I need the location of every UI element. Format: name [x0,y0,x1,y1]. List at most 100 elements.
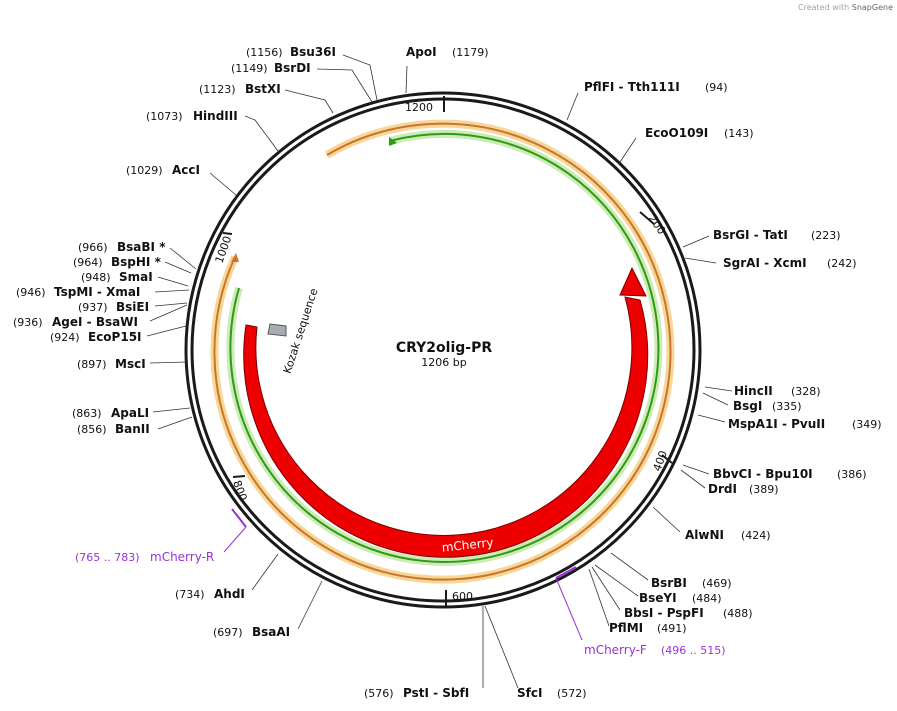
enzyme-name: AlwNI [685,528,724,542]
kozak-label: Kozak sequence [281,286,321,375]
enzyme-psti-sbfi: (576) PstI - SbfI [364,686,469,700]
enzyme-bsrgi-tati: BsrGI - TatI (223) [713,228,841,242]
enzyme-bsu36i: (1156) Bsu36I [246,45,336,59]
enzyme-pos: (856) [77,423,107,436]
enzyme-pos: (1029) [126,164,163,177]
enzyme-msci: (897) MscI [77,357,146,371]
enzyme-pos: (335) [772,400,802,413]
enzyme-name: SmaI [119,270,153,284]
enzyme-pos: (964) [73,256,103,269]
enzyme-pos: (143) [724,127,754,140]
enzyme-name: PflFI - Tth111I [584,80,680,94]
orange-arrowhead [231,253,239,262]
enzyme-mspa1i-pvuii: MspA1I - PvuII (349) [728,417,882,431]
enzyme-pos: (697) [213,626,243,639]
tick-600: 600 [452,590,473,603]
enzyme-name: TspMI - XmaI [54,285,140,299]
enzyme-pos: (1073) [146,110,183,123]
enzyme-hindiii: (1073) HindIII [146,109,238,123]
enzyme-name: HincII [734,384,773,398]
enzyme-name: BsgI [733,399,762,413]
enzyme-sfci: SfcI (572) [517,686,587,700]
enzyme-name: SfcI [517,686,542,700]
enzyme-banii: (856) BanII [77,422,150,436]
enzyme-pos: (223) [811,229,841,242]
enzyme-pos: (948) [81,271,111,284]
enzyme-pos: (1149) [231,62,268,75]
enzyme-pos: (328) [791,385,821,398]
enzyme-pos: (1179) [452,46,489,59]
enzyme-ecop15i: (924) EcoP15I [50,330,142,344]
orange-feature-arc [210,119,675,584]
enzyme-name: PflMI [609,621,643,635]
mcherry-label: mCherry [441,535,494,554]
enzyme-bsaai: (697) BsaAI [213,625,290,639]
enzyme-pos: (863) [72,407,102,420]
enzyme-pos: (484) [692,592,722,605]
primer-r-range: (765 .. 783) [75,551,140,564]
enzyme-pos: (937) [78,301,108,314]
enzyme-bbvci-bpu10i: BbvCI - Bpu10I (386) [713,467,867,481]
green-feature-arc [226,130,663,566]
enzyme-name: EcoO109I [645,126,708,140]
enzyme-pos: (94) [705,81,728,94]
enzyme-hincii: HincII (328) [734,384,821,398]
primer-f-name: mCherry-F [584,643,647,657]
enzyme-pos: (946) [16,286,46,299]
enzyme-alwni: AlwNI (424) [685,528,771,542]
enzyme-name: BseYI [639,591,677,605]
enzyme-pos: (924) [50,331,80,344]
mcherry-arrowhead [619,266,647,297]
enzyme-pos: (386) [837,468,867,481]
enzyme-ecoo109i: EcoO109I (143) [645,126,754,140]
enzyme-agei-bsawi: (936) AgeI - BsaWI [13,315,138,329]
credit-brand: SnapGene [851,3,893,12]
enzyme-name: AhdI [214,587,245,601]
enzyme-name: DrdI [708,482,737,496]
primer-r-name: mCherry-R [150,550,214,564]
enzyme-pos: (242) [827,257,857,270]
enzyme-name: BsrBI [651,576,687,590]
enzyme-name: BsrGI - TatI [713,228,788,242]
enzyme-pflmi: PflMI (491) [609,621,687,635]
enzyme-name: ApaLI [111,406,149,420]
enzyme-sgrai-xcmi: SgrAI - XcmI (242) [723,256,857,270]
enzyme-tspmi-xmai: (946) TspMI - XmaI [16,285,140,299]
enzyme-name: ApoI [406,45,437,59]
enzyme-name: AgeI - BsaWI [52,315,138,329]
enzyme-pos: (1123) [199,83,236,96]
enzyme-pos: (936) [13,316,43,329]
enzyme-bbsi-pspfi: BbsI - PspFI (488) [624,606,753,620]
enzyme-name: BsaAI [252,625,290,639]
enzyme-pos: (966) [78,241,108,254]
enzyme-name: EcoP15I [88,330,142,344]
enzyme-apoi: ApoI (1179) [406,45,489,59]
enzyme-name: BsaBI * [117,240,166,254]
enzyme-name: PstI - SbfI [403,686,469,700]
primer-f-range: (496 .. 515) [661,644,726,657]
primer-marks [223,508,583,641]
enzyme-name: MscI [115,357,146,371]
enzyme-pos: (1156) [246,46,283,59]
enzyme-pos: (469) [702,577,732,590]
enzyme-name: Bsu36I [290,45,336,59]
green-arrowhead [389,137,397,146]
enzyme-leader-lines [146,54,733,689]
enzyme-pos: (349) [852,418,882,431]
primer-mcherry-f: mCherry-F (496 .. 515) [584,643,726,657]
enzyme-bstxi: (1123) BstXI [199,82,281,96]
enzyme-pflfi-tth111i: PflFI - Tth111I (94) [584,80,728,94]
enzyme-pos: (897) [77,358,107,371]
enzyme-bseyi: BseYI (484) [639,591,722,605]
enzyme-pos: (576) [364,687,394,700]
enzyme-bsrbi: BsrBI (469) [651,576,732,590]
enzyme-name: BbsI - PspFI [624,606,704,620]
enzyme-smai: (948) SmaI [81,270,153,284]
plasmid-size: 1206 bp [421,356,466,369]
enzyme-name: BbvCI - Bpu10I [713,467,813,481]
plasmid-name: CRY2olig-PR [396,340,492,356]
enzyme-bsiei: (937) BsiEI [78,300,149,314]
enzyme-pos: (572) [557,687,587,700]
enzyme-pos: (389) [749,483,779,496]
